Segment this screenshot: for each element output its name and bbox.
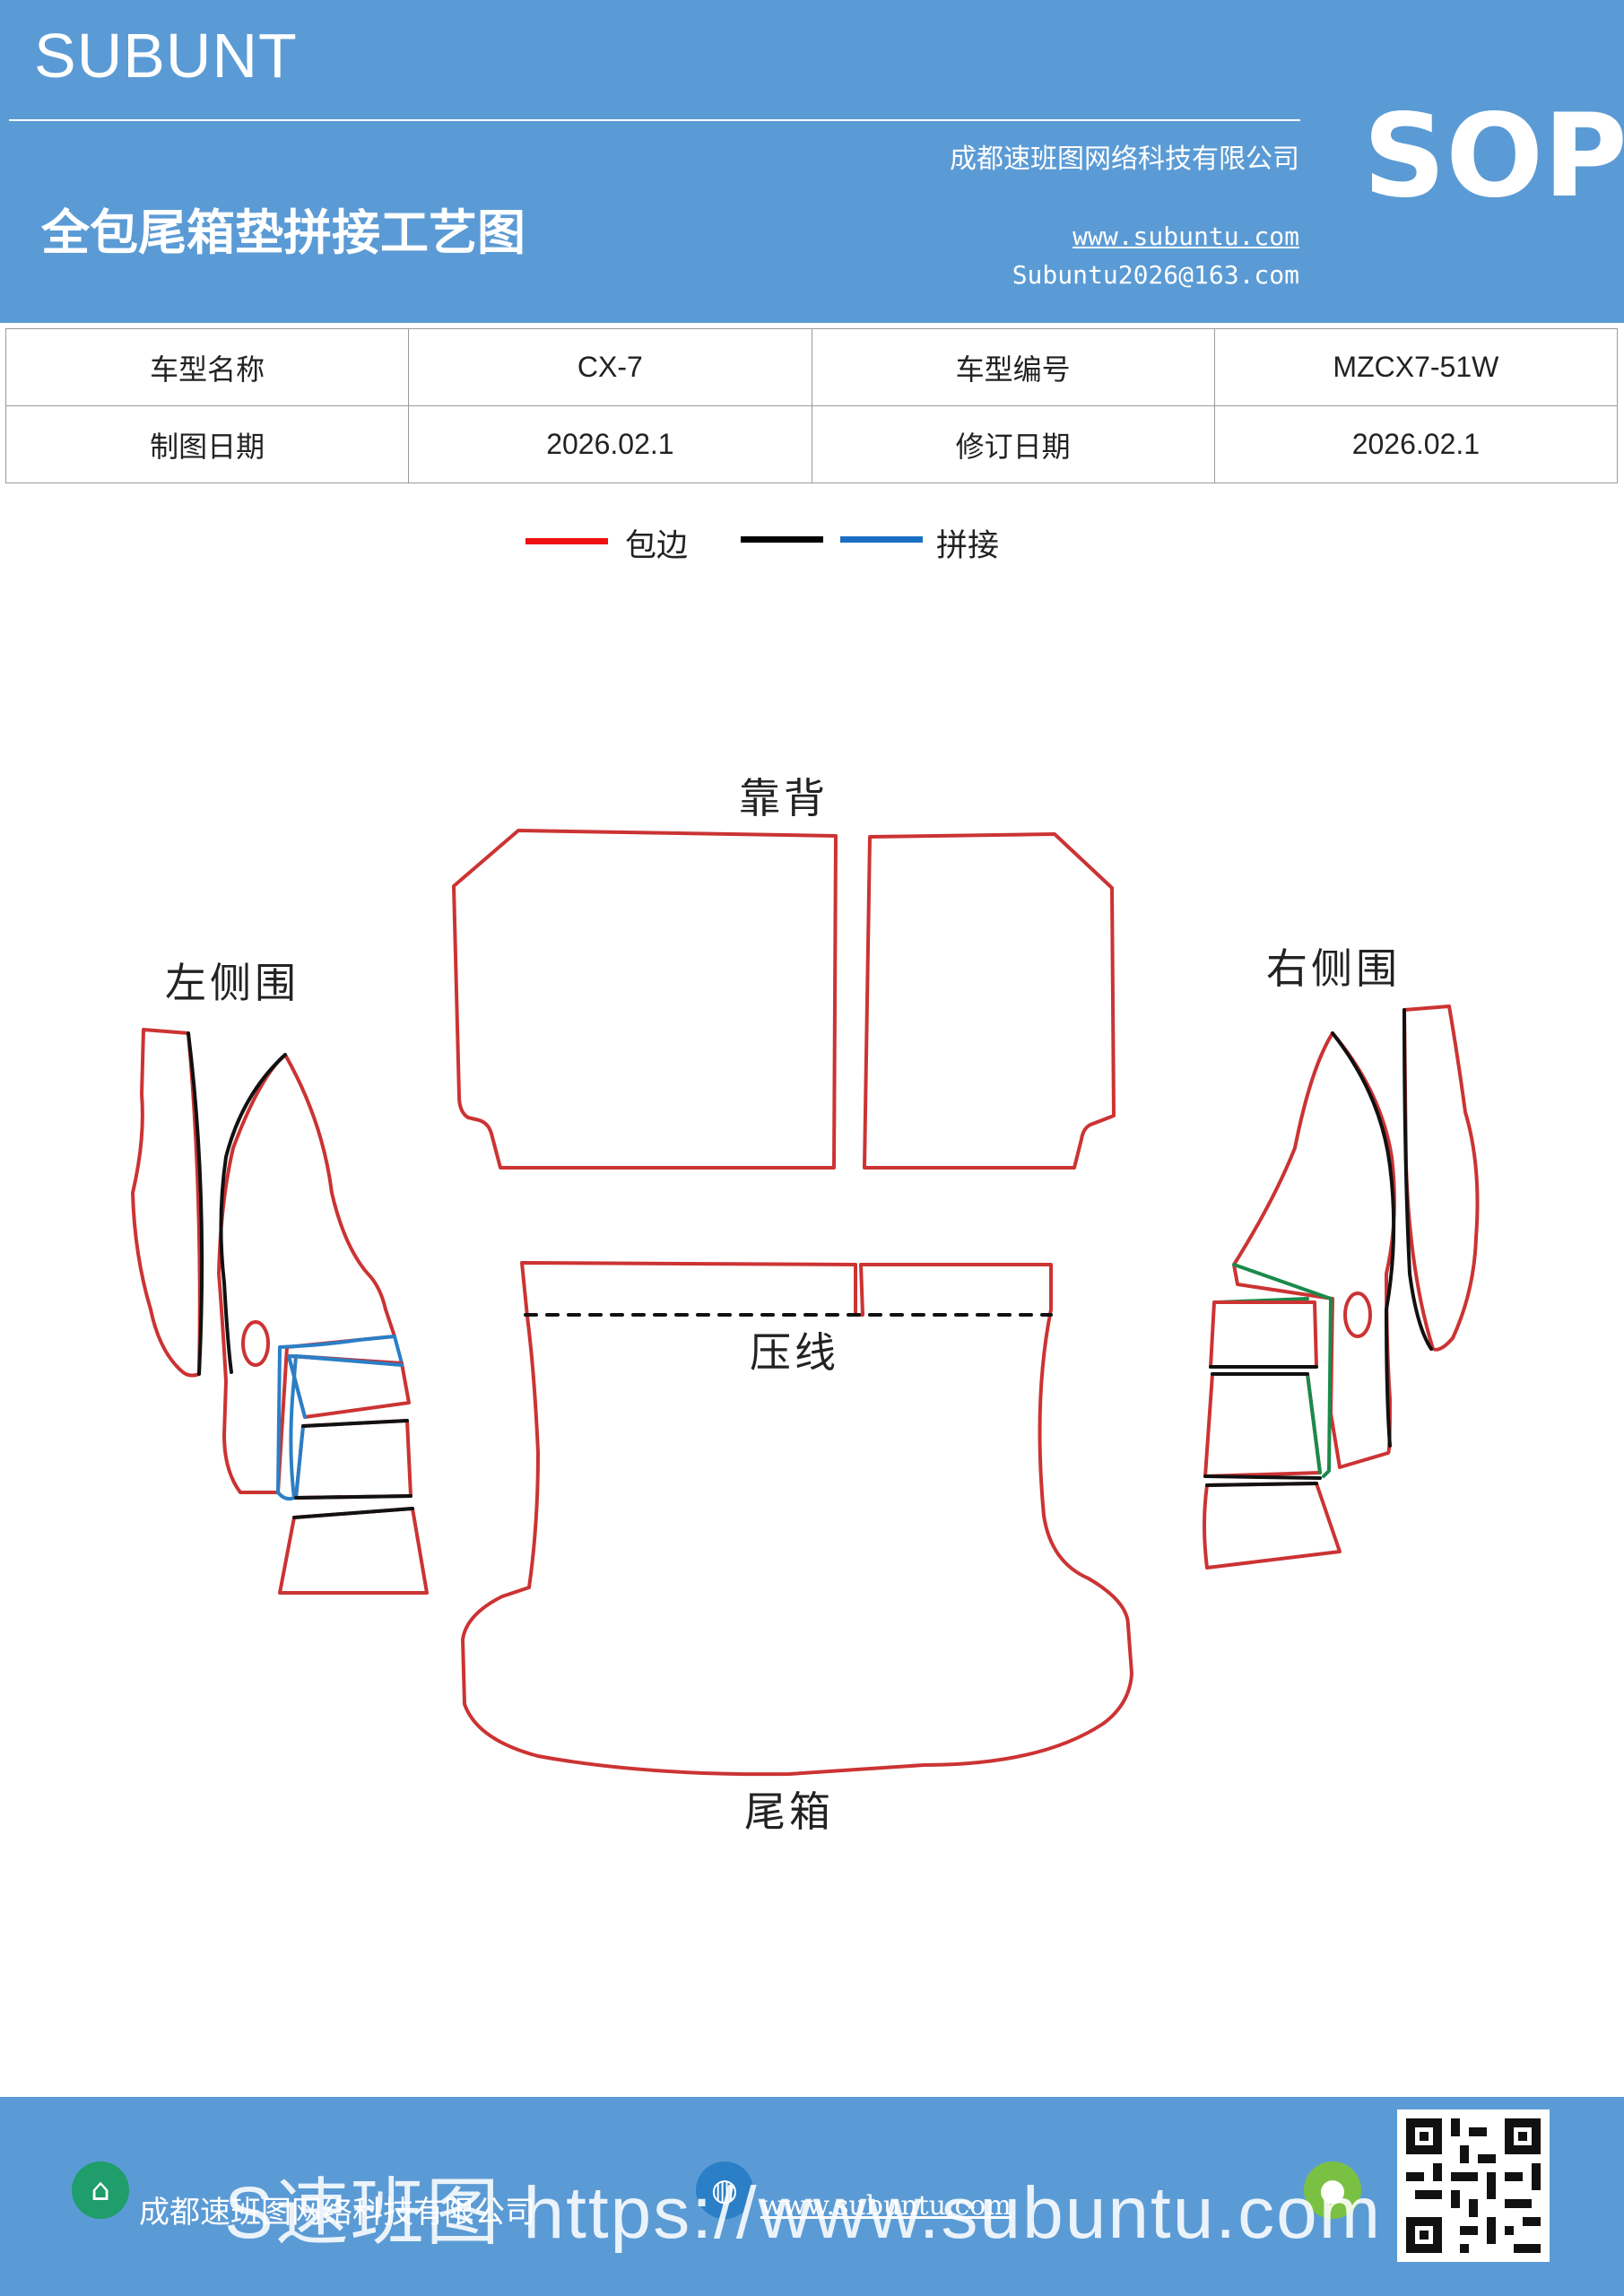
right-panel-3 — [1203, 1482, 1342, 1570]
left-splice-top — [276, 1335, 404, 1501]
legend-swatch-black — [741, 536, 823, 543]
label-backrest: 靠背 — [739, 774, 829, 822]
backrest-right-panel — [863, 832, 1116, 1170]
table-row: 制图日期 2026.02.1 修订日期 2026.02.1 — [4, 405, 1619, 483]
revision-date-value: 2026.02.1 — [1213, 405, 1619, 483]
right-panel-1 — [1209, 1300, 1318, 1369]
label-left-side: 左侧围 — [165, 959, 300, 1007]
right-panel-2-black — [1203, 1372, 1322, 1480]
vehicle-info-table: 车型名称 CX-7 车型编号 MZCX7-51W 制图日期 2026.02.1 … — [4, 328, 1619, 483]
label-trunk: 尾箱 — [744, 1787, 834, 1836]
legend-label-edge: 包边 — [625, 528, 689, 564]
footer-banner: ⌂ 成都速班图网络科技有限公司 ◍ www.subuntu.com ● S速班图… — [0, 2097, 1624, 2296]
legend-swatch-red — [525, 538, 608, 544]
left-panel-1-blue — [287, 1354, 404, 1419]
header-divider — [9, 119, 1300, 121]
qr-code-icon — [1397, 2109, 1550, 2262]
drawing-date-value: 2026.02.1 — [408, 405, 812, 483]
left-panel-2-black — [294, 1419, 413, 1500]
right-side-strip — [1403, 1004, 1480, 1352]
qr-code[interactable] — [1397, 2109, 1550, 2262]
left-panel-2-blue — [294, 1424, 305, 1500]
right-panel-3-black — [1205, 1482, 1318, 1487]
legend-label-splice: 拼接 — [936, 528, 1000, 564]
label-right-side: 右侧围 — [1266, 944, 1401, 993]
footer-website-link[interactable]: www.subuntu.com — [760, 2190, 1012, 2222]
brand-logo-text: SUBUNT — [34, 21, 298, 91]
legend: 包边 拼接 — [0, 511, 1624, 565]
mat-diagram: 靠背 左侧围 右侧围 压线 尾箱 — [0, 735, 1624, 1848]
backrest-left-panel — [452, 829, 838, 1170]
sop-badge: SOP — [1363, 90, 1624, 223]
model-code-label: 车型编号 — [811, 328, 1215, 406]
right-arch-black-edge — [1331, 1031, 1396, 1448]
legend-swatch-blue — [840, 536, 923, 543]
left-hole — [241, 1320, 270, 1367]
header-company-name: 成都速班图网络科技有限公司 — [950, 144, 1299, 175]
table-row: 车型名称 CX-7 车型编号 MZCX7-51W — [4, 328, 1619, 406]
left-side-wheelarch — [217, 1053, 396, 1494]
page-title: 全包尾箱垫拼接工艺图 — [41, 204, 525, 261]
building-icon: ⌂ — [72, 2161, 129, 2219]
left-panel-3-black — [292, 1507, 414, 1519]
header-banner: SUBUNT 全包尾箱垫拼接工艺图 成都速班图网络科技有限公司 www.subu… — [0, 0, 1624, 323]
model-name-label: 车型名称 — [4, 328, 410, 406]
right-panel-2-green — [1306, 1372, 1322, 1474]
header-email: Subuntu2026@163.com — [1012, 260, 1299, 290]
right-hole — [1343, 1292, 1372, 1338]
drawing-date-label: 制图日期 — [4, 405, 410, 483]
wechat-icon: ● — [1304, 2161, 1361, 2219]
label-press-line: 压线 — [750, 1328, 839, 1377]
revision-date-label: 修订日期 — [811, 405, 1215, 483]
left-panel-2 — [294, 1419, 413, 1500]
left-panel-3 — [278, 1507, 429, 1595]
footer-company-name: 成都速班图网络科技有限公司 — [139, 2195, 535, 2231]
right-side-strip-splice — [1403, 1008, 1433, 1351]
model-name-value: CX-7 — [408, 328, 812, 406]
footer-watermark: S速班图 https://www.subuntu.com — [224, 2172, 1383, 2254]
globe-icon: ◍ — [696, 2161, 753, 2219]
trunk-floor-panel — [461, 1261, 1133, 1777]
left-arch-black-edge — [219, 1053, 287, 1374]
right-panel-2 — [1203, 1372, 1322, 1478]
model-code-value: MZCX7-51W — [1213, 328, 1619, 406]
header-website-link[interactable]: www.subuntu.com — [1073, 222, 1299, 251]
mat-diagram-svg — [131, 829, 1480, 1777]
left-side-strip — [131, 1028, 202, 1378]
left-side-strip-splice — [187, 1031, 204, 1376]
right-side-wheelarch — [1232, 1031, 1396, 1469]
